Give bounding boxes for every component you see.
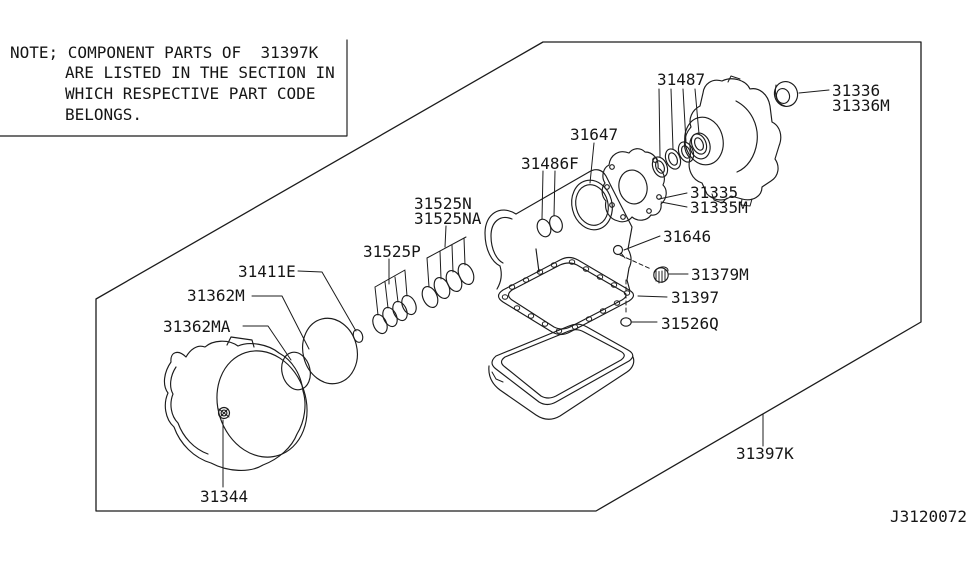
seal-31647-drawing xyxy=(571,179,613,231)
dashed-alignment-lines xyxy=(619,254,652,314)
note-text-line4: BELONGS. xyxy=(65,105,142,124)
part-label-31344: 31344 xyxy=(200,487,248,506)
part-label-31336: 31336 xyxy=(832,81,880,100)
note-text-line1: NOTE; COMPONENT PARTS OF 31397K xyxy=(10,43,319,62)
part-label-31525p: 31525P xyxy=(363,242,421,261)
part-label-31362ma: 31362MA xyxy=(163,317,231,336)
leader-31486f xyxy=(541,170,556,220)
washer-31526q-drawing xyxy=(620,317,632,327)
rear-housing-drawing xyxy=(683,75,782,207)
part-label-31486f: 31486F xyxy=(521,154,579,173)
drain-plug-31379m-drawing xyxy=(653,266,669,284)
part-label-31526q: 31526Q xyxy=(661,314,719,333)
leader-31335 xyxy=(658,192,688,208)
part-label-31362m: 31362M xyxy=(187,286,245,305)
note-text-line3: WHICH RESPECTIVE PART CODE xyxy=(65,84,315,103)
leader-31647 xyxy=(589,142,595,184)
part-label-31411e: 31411E xyxy=(238,262,296,281)
leader-31397 xyxy=(637,295,668,298)
oring-set-31525p-drawing xyxy=(372,258,417,335)
leader-31411e xyxy=(297,270,357,332)
transmission-case-drawing xyxy=(484,169,633,292)
oring-31362m-drawing xyxy=(302,317,358,385)
leader-31362m xyxy=(251,295,310,350)
diagram-code: J3120072 xyxy=(890,507,967,526)
part-label-31646: 31646 xyxy=(663,227,711,246)
leader-31336 xyxy=(798,89,830,94)
part-label-31397: 31397 xyxy=(671,288,719,307)
seal-31336-drawing xyxy=(773,80,799,108)
part-label-31335: 31335 xyxy=(690,183,738,202)
oring-31411e-drawing xyxy=(352,329,364,343)
leader-31646 xyxy=(623,235,661,251)
callout-leader-lines xyxy=(222,89,830,488)
part-label-31397k: 31397K xyxy=(736,444,794,463)
part-label-31336m: 31336M xyxy=(832,96,890,115)
oring-set-31525n-drawing xyxy=(421,225,475,309)
clip-31646-drawing xyxy=(612,244,626,259)
oring-31362ma-drawing xyxy=(281,351,311,391)
part-label-31487: 31487 xyxy=(657,70,705,89)
note-text-line2: ARE LISTED IN THE SECTION IN xyxy=(65,63,335,82)
part-label-31647: 31647 xyxy=(570,125,618,144)
oil-pan-gasket-drawing xyxy=(497,256,635,336)
part-label-31525n: 31525N xyxy=(414,194,472,213)
part-label-31335m: 31335M xyxy=(690,198,748,217)
oil-pan-drawing xyxy=(488,323,635,420)
bell-housing-drawing xyxy=(163,336,308,471)
part-label-31379m: 31379M xyxy=(691,265,749,284)
leader-31362ma xyxy=(242,325,292,361)
orings-31486f-drawing xyxy=(536,215,563,238)
diagram-border xyxy=(95,41,922,512)
part-label-31525na: 31525NA xyxy=(414,209,482,228)
note-box xyxy=(0,39,348,137)
oring-set-31487-drawing xyxy=(651,88,708,178)
